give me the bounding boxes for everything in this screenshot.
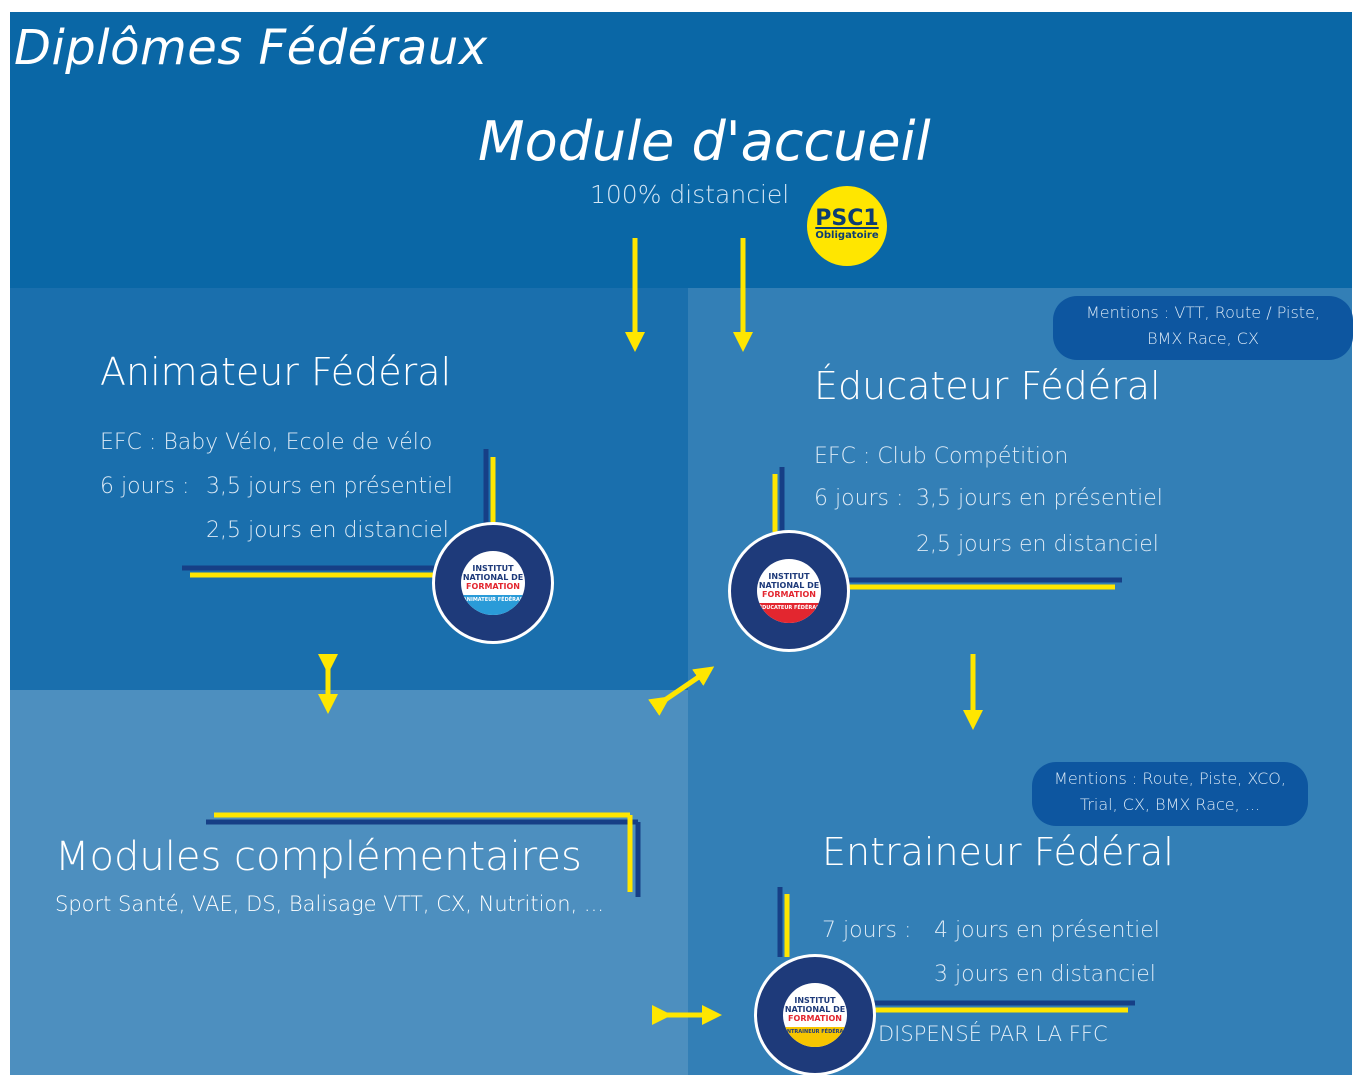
educateur-presentiel: 3,5 jours en présentiel bbox=[916, 486, 1163, 511]
logo-line1: INSTITUT bbox=[472, 564, 514, 573]
module-accueil-title: Module d'accueil bbox=[478, 110, 931, 173]
dispense-label: DISPENSÉ PAR LA FFC bbox=[878, 1022, 1108, 1046]
logo-line2: NATIONAL DE bbox=[758, 581, 820, 590]
psc1-sub-label: Obligatoire bbox=[815, 230, 879, 241]
logo-line3: FORMATION bbox=[466, 582, 520, 591]
entraineur-title: Entraineur Fédéral bbox=[822, 830, 1174, 874]
educateur-title: Éducateur Fédéral bbox=[814, 364, 1161, 408]
logo-line1: INSTITUT bbox=[794, 996, 836, 1005]
entraineur-mentions-line2: Trial, CX, BMX Race, ... bbox=[1079, 795, 1261, 814]
ffc-formation-logo-educateur: INSTITUT NATIONAL DE FORMATION ÉDUCATEUR… bbox=[728, 530, 850, 652]
logo-core: INSTITUT NATIONAL DE FORMATION ÉDUCATEUR… bbox=[757, 559, 821, 623]
educateur-mentions-line1: Mentions : VTT, Route / Piste, bbox=[1085, 303, 1320, 322]
top-band bbox=[10, 12, 1352, 288]
logo-line3: FORMATION bbox=[762, 590, 816, 599]
educateur-mentions-line2: BMX Race, CX bbox=[1147, 329, 1259, 348]
logo-core: INSTITUT NATIONAL DE FORMATION ANIMATEUR… bbox=[461, 551, 525, 615]
animateur-panel bbox=[10, 288, 688, 690]
arrow-modules-educateur bbox=[648, 666, 715, 716]
educateur-mentions-pill: Mentions : VTT, Route / Piste, BMX Race,… bbox=[1053, 296, 1353, 360]
psc1-label: PSC1 bbox=[815, 206, 879, 231]
psc1-badge: PSC1 Obligatoire bbox=[807, 186, 887, 266]
logo-line3: FORMATION bbox=[788, 1014, 842, 1023]
module-accueil-subtitle: 100% distanciel bbox=[590, 180, 790, 209]
modules-title: Modules complémentaires bbox=[55, 834, 582, 880]
animateur-efc: EFC : Baby Vélo, Ecole de vélo bbox=[100, 430, 433, 455]
logo-line2: NATIONAL DE bbox=[462, 573, 524, 582]
entraineur-distanciel: 3 jours en distanciel bbox=[934, 962, 1156, 987]
educateur-distanciel: 2,5 jours en distanciel bbox=[916, 532, 1159, 557]
educateur-days: 6 jours : bbox=[814, 486, 904, 511]
logo-line2: NATIONAL DE bbox=[784, 1005, 846, 1014]
animateur-distanciel: 2,5 jours en distanciel bbox=[206, 518, 449, 543]
animateur-days: 6 jours : bbox=[100, 474, 190, 499]
modules-panel bbox=[10, 690, 688, 1075]
ffc-formation-logo-animateur: INSTITUT NATIONAL DE FORMATION ANIMATEUR… bbox=[432, 522, 554, 644]
entraineur-mentions-line1: Mentions : Route, Piste, XCO, bbox=[1054, 769, 1286, 788]
logo-band: ENTRAINEUR FÉDÉRAL bbox=[783, 1027, 847, 1047]
logo-band: ÉDUCATEUR FÉDÉRAL bbox=[757, 603, 821, 623]
logo-line1: INSTITUT bbox=[768, 572, 810, 581]
entraineur-days: 7 jours : bbox=[822, 918, 912, 943]
animateur-presentiel: 3,5 jours en présentiel bbox=[206, 474, 453, 499]
animateur-title: Animateur Fédéral bbox=[100, 350, 452, 394]
connector-overlay bbox=[182, 238, 1135, 1025]
educateur-efc: EFC : Club Compétition bbox=[814, 444, 1069, 469]
diagram-canvas: Diplômes Fédéraux Module d'accueil 100% … bbox=[10, 12, 1353, 1076]
entraineur-presentiel: 4 jours en présentiel bbox=[934, 918, 1160, 943]
modules-list: Sport Santé, VAE, DS, Balisage VTT, CX, … bbox=[55, 892, 604, 916]
ffc-formation-logo-entraineur: INSTITUT NATIONAL DE FORMATION ENTRAINEU… bbox=[754, 954, 876, 1076]
logo-core: INSTITUT NATIONAL DE FORMATION ENTRAINEU… bbox=[783, 983, 847, 1047]
entraineur-mentions-pill: Mentions : Route, Piste, XCO, Trial, CX,… bbox=[1032, 762, 1308, 826]
page-title: Diplômes Fédéraux bbox=[14, 20, 488, 76]
logo-band: ANIMATEUR FÉDÉRAL bbox=[461, 595, 525, 615]
